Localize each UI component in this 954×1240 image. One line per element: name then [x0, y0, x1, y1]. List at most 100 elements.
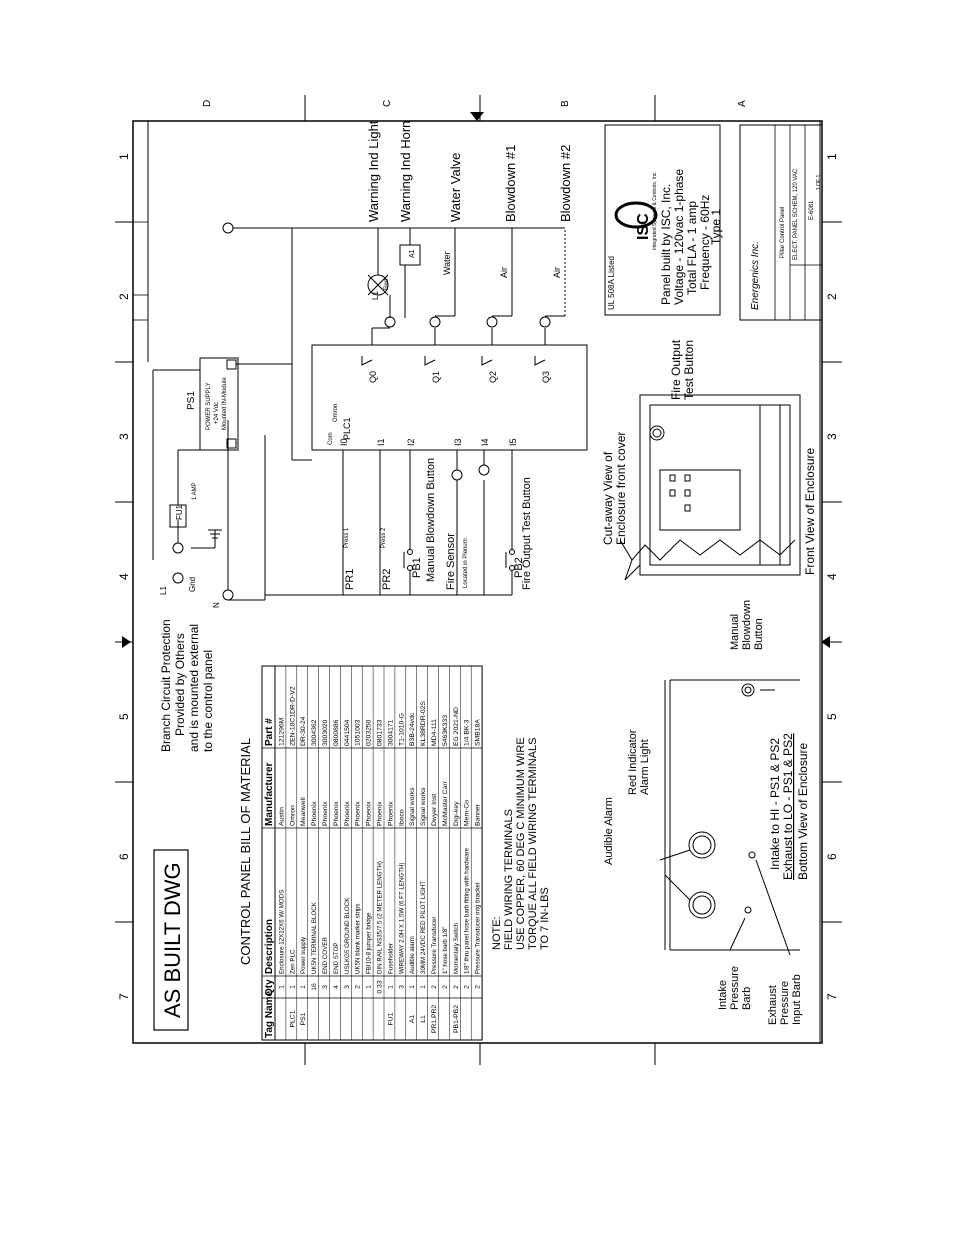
manual-label-line3: Button	[753, 618, 765, 650]
col-label-left: 6	[117, 853, 131, 860]
bom-cell: Fuseholder	[387, 943, 394, 974]
info-line4: Frequency - 60Hz	[698, 195, 712, 290]
title-dwg-no: E-6081	[809, 200, 815, 220]
intake-barb-line2: Pressure	[729, 966, 741, 1010]
bom-cell: 1	[409, 985, 416, 989]
bom-cell: KL38RDR-02S	[420, 701, 427, 746]
row-label: D	[202, 100, 213, 107]
bom-cell: 1/4 BK-3	[464, 719, 471, 746]
bottom-view-caption: Bottom View of Enclosure	[796, 742, 810, 880]
plc-box	[311, 344, 588, 451]
plc-common: Com	[328, 432, 334, 445]
bom-cell: 30MM 24VDC RED PILOT LIGHT	[420, 881, 427, 974]
fuse-rating: 1 AMP	[192, 482, 198, 500]
plc-output-label: Q1	[431, 371, 441, 383]
bom-cell: Phoenix	[366, 801, 373, 826]
bom-cell: 3	[344, 985, 351, 989]
plc-maker: Omron	[333, 404, 339, 422]
bom-header-cell: Manufacturer	[264, 763, 275, 826]
drawing-border	[132, 120, 823, 1044]
bom-cell: UK5N blank marker strips	[355, 904, 362, 975]
bom-cell: 0800886	[333, 719, 340, 746]
plc-tag: PLC1	[342, 417, 352, 440]
bom-header-cell: Tag Name	[264, 991, 275, 1038]
bom-cell: Momentary Switch	[453, 923, 460, 974]
fuse-tag: FU1	[175, 504, 184, 520]
bom-cell: 2	[464, 985, 471, 989]
bom-cell: PS1	[300, 1012, 307, 1025]
bom-cell: Phoenix	[377, 801, 384, 826]
bom-cell: 16	[311, 983, 318, 991]
bom-cell: DIN RAIL NS35/7.5 (2 METER LENGTH)	[377, 861, 384, 974]
bom-cell: 3003020	[322, 719, 329, 746]
bom-cell: 2	[442, 985, 449, 989]
bom-cell: WIREWAY 2.0H X 1.5W (6 FT LENGTH)	[398, 862, 405, 974]
col-label-left: 7	[117, 993, 131, 1000]
bom-cell: 0441504	[344, 719, 351, 746]
bom-cell: Zen PLC	[289, 949, 296, 974]
plc-input-label: I5	[508, 438, 518, 446]
input-tag-pb1: PB1	[411, 557, 423, 578]
plc-output-label: Q0	[368, 371, 378, 383]
ps-line2: +24 Vdc	[214, 402, 220, 424]
bom-cell: 1	[300, 985, 307, 989]
power-supply-box	[199, 357, 239, 451]
intake-barb-line1: Intake	[717, 980, 729, 1010]
bom-cell: USLKG5 GROUND BLOCK	[344, 897, 351, 974]
bom-cell: Signal works	[409, 787, 416, 826]
bottom-note-intake: Intake to HI - PS1 & PS2	[768, 738, 782, 870]
bom-cell: PB1-PB2	[453, 1005, 460, 1033]
terminal-label-n: N	[212, 602, 221, 608]
note-heading: NOTE:	[491, 916, 503, 950]
bom-cell: EG 2021-ND	[453, 707, 460, 746]
bom-cell: Pressure Transducer	[431, 917, 438, 974]
bom-cell: Phoenix	[311, 801, 318, 826]
exhaust-barb-line3: Input Barb	[791, 974, 803, 1025]
air2-device: Air	[552, 267, 562, 278]
power-supply-tag: PS1	[186, 391, 197, 410]
bom-cell: B3B-24vdc	[409, 712, 416, 746]
stamp-text: AS BUILT DWG	[160, 862, 185, 1018]
branch-note-line2: Provided by Others	[173, 633, 187, 736]
plc-input-label: I4	[480, 438, 490, 446]
bom-title: CONTROL PANEL BILL OF MATERIAL	[238, 738, 253, 965]
bom-header-cell: Qty	[264, 979, 275, 996]
bom-cell: 3004171	[387, 719, 394, 746]
bom-cell: 1	[366, 985, 373, 989]
col-label-left: 2	[117, 293, 131, 300]
note-line2: USE COPPER, 60 DEG C MINIMUM WIRE	[515, 737, 527, 950]
info-line3: Total FLA - 1 amp	[685, 201, 699, 295]
bom-cell: 1051003	[355, 719, 362, 746]
bom-cell: McMaster Carr	[442, 780, 449, 826]
bom-cell: Signal works	[420, 787, 427, 826]
col-label-left: 1	[117, 153, 131, 160]
bom-cell: DR-30-24	[300, 716, 307, 746]
bom-cell: END COVER	[322, 937, 329, 974]
output-label-horn: Warning Ind Horn	[398, 121, 413, 222]
intake-barb-line3: Barb	[741, 987, 753, 1010]
bom-cell: Phoenix	[344, 801, 351, 826]
bom-cell: Digi-key	[453, 801, 460, 826]
bom-cell: 3	[322, 985, 329, 989]
info-line1: Panel built by ISC, Inc.	[659, 184, 673, 305]
bom-cell: SMB18A	[475, 719, 482, 746]
ps-line1: POWER SUPPLY	[206, 382, 212, 430]
bom-cell: Pressure Transducer mtg bracket	[475, 882, 482, 974]
col-label-left: 3	[117, 433, 131, 440]
terminal-label-gnd: Gnd	[188, 577, 197, 592]
light-note: Red	[384, 279, 390, 290]
bom-cell: Phoenix	[387, 801, 394, 826]
bom-cell: 1/8" thru panel hose barb fitting with h…	[464, 847, 471, 974]
bom-cell: Phoenix	[322, 801, 329, 826]
note-line4: TO 7 IN-LBS	[539, 887, 551, 950]
bom-cell: 2	[355, 985, 362, 989]
front-callout1-line2: Enclosure front cover	[614, 432, 628, 545]
col-label-right: 4	[825, 573, 839, 580]
title-sheet: 1 OF 1	[816, 174, 822, 190]
terminal-label-l1: L1	[159, 586, 168, 595]
output-label-blowdown1: Blowdown #1	[503, 145, 518, 222]
bom-cell: 1	[278, 985, 285, 989]
manual-label-line2: Blowdown	[741, 600, 753, 650]
col-label-right: 6	[825, 853, 839, 860]
